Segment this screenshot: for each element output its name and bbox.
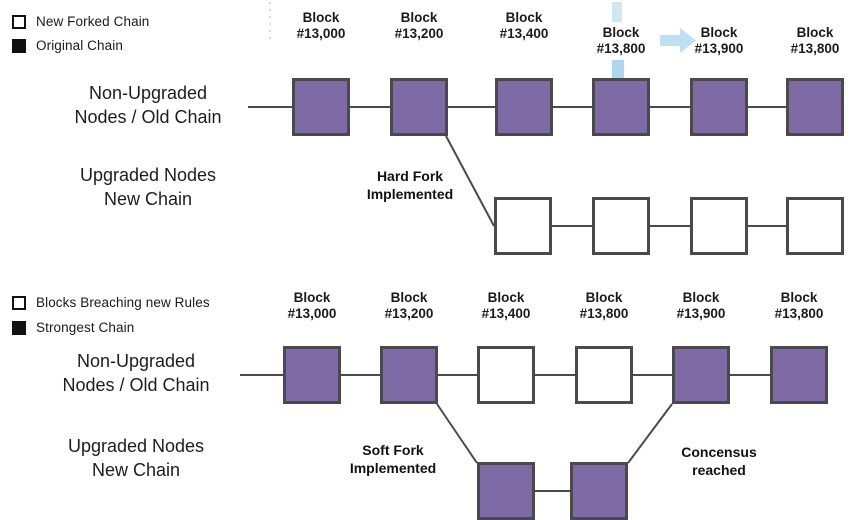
- block-old-chain-2-bottom[interactable]: [380, 346, 438, 404]
- block-old-chain-3-top[interactable]: [495, 78, 553, 136]
- solid-square-icon: [12, 320, 26, 335]
- block-label-1-top: Block #13,000: [296, 10, 346, 42]
- block-old-chain-1-bottom[interactable]: [283, 346, 341, 404]
- block-label-2-bottom: Block #13,200: [384, 290, 434, 322]
- annotation-hard-fork-implemented: Hard Fork Implemented: [366, 168, 454, 203]
- legend-item-original-chain: Original Chain: [12, 38, 123, 53]
- block-label-6-top: Block #13,800: [790, 25, 840, 57]
- block-old-chain-5-bottom[interactable]: [672, 346, 730, 404]
- legend-label: Strongest Chain: [36, 320, 135, 335]
- hollow-square-icon: [12, 14, 26, 29]
- block-new-chain-1-top[interactable]: [494, 197, 552, 255]
- block-old-chain-4-bottom[interactable]: [575, 346, 633, 404]
- annotation-soft-fork-implemented: Soft Fork Implemented: [349, 442, 437, 477]
- block-old-chain-1-top[interactable]: [292, 78, 350, 136]
- block-label-5-top: Block #13,900: [694, 25, 744, 57]
- row-label-upgraded-nodes-top: Upgraded Nodes New Chain: [79, 165, 217, 209]
- block-new-chain-4-top[interactable]: [786, 197, 844, 255]
- block-old-chain-6-top[interactable]: [786, 78, 844, 136]
- block-label-3-bottom: Block #13,400: [481, 290, 531, 322]
- block-label-2-top: Block #13,200: [394, 10, 444, 42]
- block-label-4-bottom: Block #13,800: [579, 290, 629, 322]
- block-old-chain-3-bottom[interactable]: [477, 346, 535, 404]
- block-new-chain-1-bottom[interactable]: [477, 462, 535, 520]
- block-new-chain-2-top[interactable]: [592, 197, 650, 255]
- block-label-6-bottom: Block #13,800: [774, 290, 824, 322]
- hollow-square-icon: [12, 295, 26, 310]
- annotation-concensus-reached: Concensus reached: [681, 444, 757, 479]
- row-label-non-upgraded-nodes-top: Non-Upgraded Nodes / Old Chain: [74, 83, 222, 127]
- legend-label: Original Chain: [36, 38, 123, 53]
- legend-label: Blocks Breaching new Rules: [36, 295, 210, 310]
- block-label-3-top: Block #13,400: [499, 10, 549, 42]
- legend-label: New Forked Chain: [36, 14, 150, 29]
- block-new-chain-2-bottom[interactable]: [570, 462, 628, 520]
- block-old-chain-2-top[interactable]: [390, 78, 448, 136]
- block-label-5-bottom: Block #13,900: [676, 290, 726, 322]
- legend-item-strongest-chain: Strongest Chain: [12, 320, 134, 335]
- solid-square-icon: [12, 38, 26, 53]
- block-new-chain-3-top[interactable]: [690, 197, 748, 255]
- block-label-1-bottom: Block #13,000: [287, 290, 337, 322]
- block-old-chain-4-top[interactable]: [592, 78, 650, 136]
- legend-item-new-forked-chain: New Forked Chain: [12, 14, 149, 29]
- block-old-chain-6-bottom[interactable]: [770, 346, 828, 404]
- row-label-non-upgraded-nodes-bottom: Non-Upgraded Nodes / Old Chain: [62, 351, 210, 395]
- legend-item-blocks-breaching-new-rules: Blocks Breaching new Rules: [12, 295, 210, 310]
- row-label-upgraded-nodes-bottom: Upgraded Nodes New Chain: [67, 436, 205, 480]
- block-old-chain-5-top[interactable]: [690, 78, 748, 136]
- block-label-4-top: Block #13,800: [596, 25, 646, 57]
